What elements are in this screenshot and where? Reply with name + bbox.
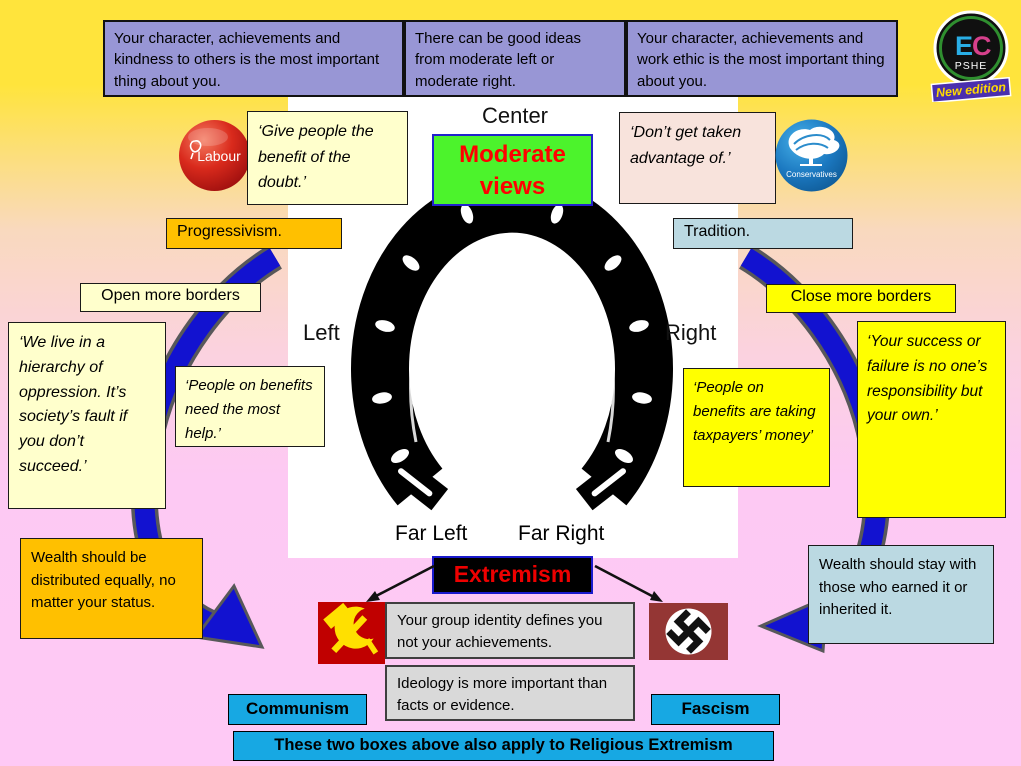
far-right-label: Far Right [518,522,605,545]
statement-text: Your character, achievements and kindnes… [114,30,380,90]
wealth-distributed-box: Wealth should be distributed equally, no… [20,538,203,639]
quote-hierarchy-oppression: ‘We live in a hierarchy of oppression. I… [8,322,166,509]
extremism-arrows-icon [366,564,663,602]
close-borders-box: Close more borders [766,284,956,313]
wealth-stay-box: Wealth should stay with those who earned… [808,545,994,644]
ideology-facts-box: Ideology is more important than facts or… [385,665,635,721]
conservatives-logo-icon: Conservatives [775,119,848,192]
swastika-icon [649,603,728,660]
quote-benefits-need-help: ‘People on benefits need the most help.’ [175,366,325,447]
quote-dont-get-taken: ‘Don’t get taken advantage of.’ [619,112,776,204]
statement-box-left: Your character, achievements and kindnes… [103,20,404,97]
labour-logo-icon: Labour [179,120,250,191]
logo-letter-c: C [972,31,992,61]
tradition-box: Tradition. [673,218,853,249]
quote-benefits-taking-money: ‘People on benefits are taking taxpayers… [683,368,830,487]
religious-extremism-footer: These two boxes above also apply to Reli… [233,731,774,761]
left-label: Left [303,320,340,345]
logo-letter-e: E [955,31,973,61]
open-borders-box: Open more borders [80,283,261,312]
ec-pshe-badge-icon: E C PSHE New edition [930,10,1012,102]
statement-text: There can be good ideas from moderate le… [415,30,581,90]
logo-banner-text: New edition [935,80,1006,100]
right-label: Right [665,320,717,345]
hammer-sickle-icon [318,602,385,664]
group-identity-box: Your group identity defines you not your… [385,602,635,659]
statement-box-center: There can be good ideas from moderate le… [404,20,626,97]
statement-text: Your character, achievements and work et… [637,30,885,90]
fascism-label: Fascism [651,694,780,725]
progressivism-box: Progressivism. [166,218,342,249]
center-label: Center [481,103,549,128]
conservatives-label: Conservatives [786,170,837,179]
far-left-label: Far Left [395,522,468,545]
extremism-box: Extremism [432,556,593,594]
quote-success-own-responsibility: ‘Your success or failure is no one’s res… [857,321,1006,518]
labour-label: Labour [197,148,241,164]
communism-label: Communism [228,694,367,725]
statement-box-right: Your character, achievements and work et… [626,20,898,97]
quote-benefit-of-doubt: ‘Give people the benefit of the doubt.’ [247,111,408,205]
logo-pshe-text: PSHE [955,60,988,72]
moderate-views-box: Moderate views [432,134,593,206]
